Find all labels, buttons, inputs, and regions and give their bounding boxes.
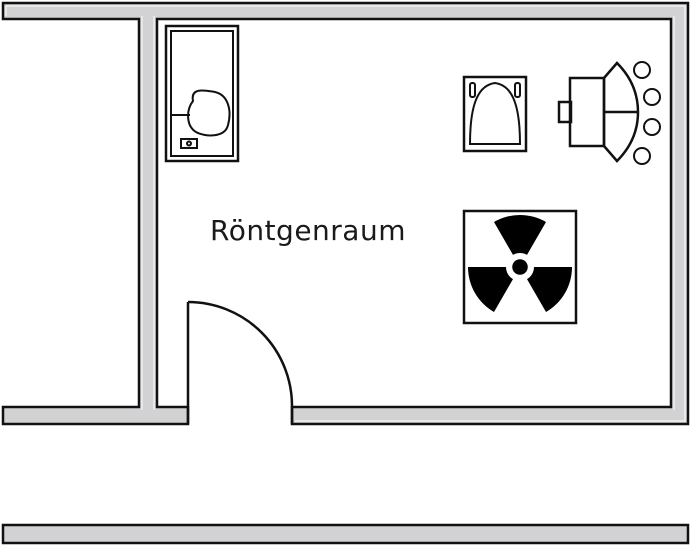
room-label: Röntgenraum bbox=[210, 214, 406, 247]
wall-bottom bbox=[1, 523, 690, 545]
wall-top bbox=[1, 1, 690, 426]
radiation-blade bbox=[468, 267, 513, 313]
door-swing-icon[interactable] bbox=[186, 300, 294, 424]
chair-icon bbox=[643, 88, 661, 106]
wall-inner-line bbox=[5, 5, 686, 422]
sink-icon bbox=[164, 24, 240, 163]
chair-icon bbox=[643, 118, 661, 136]
chair-icon bbox=[633, 61, 651, 79]
chair-icon bbox=[633, 147, 651, 165]
radiation-blade bbox=[527, 267, 572, 313]
toilet-icon bbox=[462, 75, 528, 153]
radiation-icon bbox=[462, 209, 578, 325]
radiation-blade bbox=[494, 215, 546, 255]
desk-icon bbox=[557, 61, 661, 165]
